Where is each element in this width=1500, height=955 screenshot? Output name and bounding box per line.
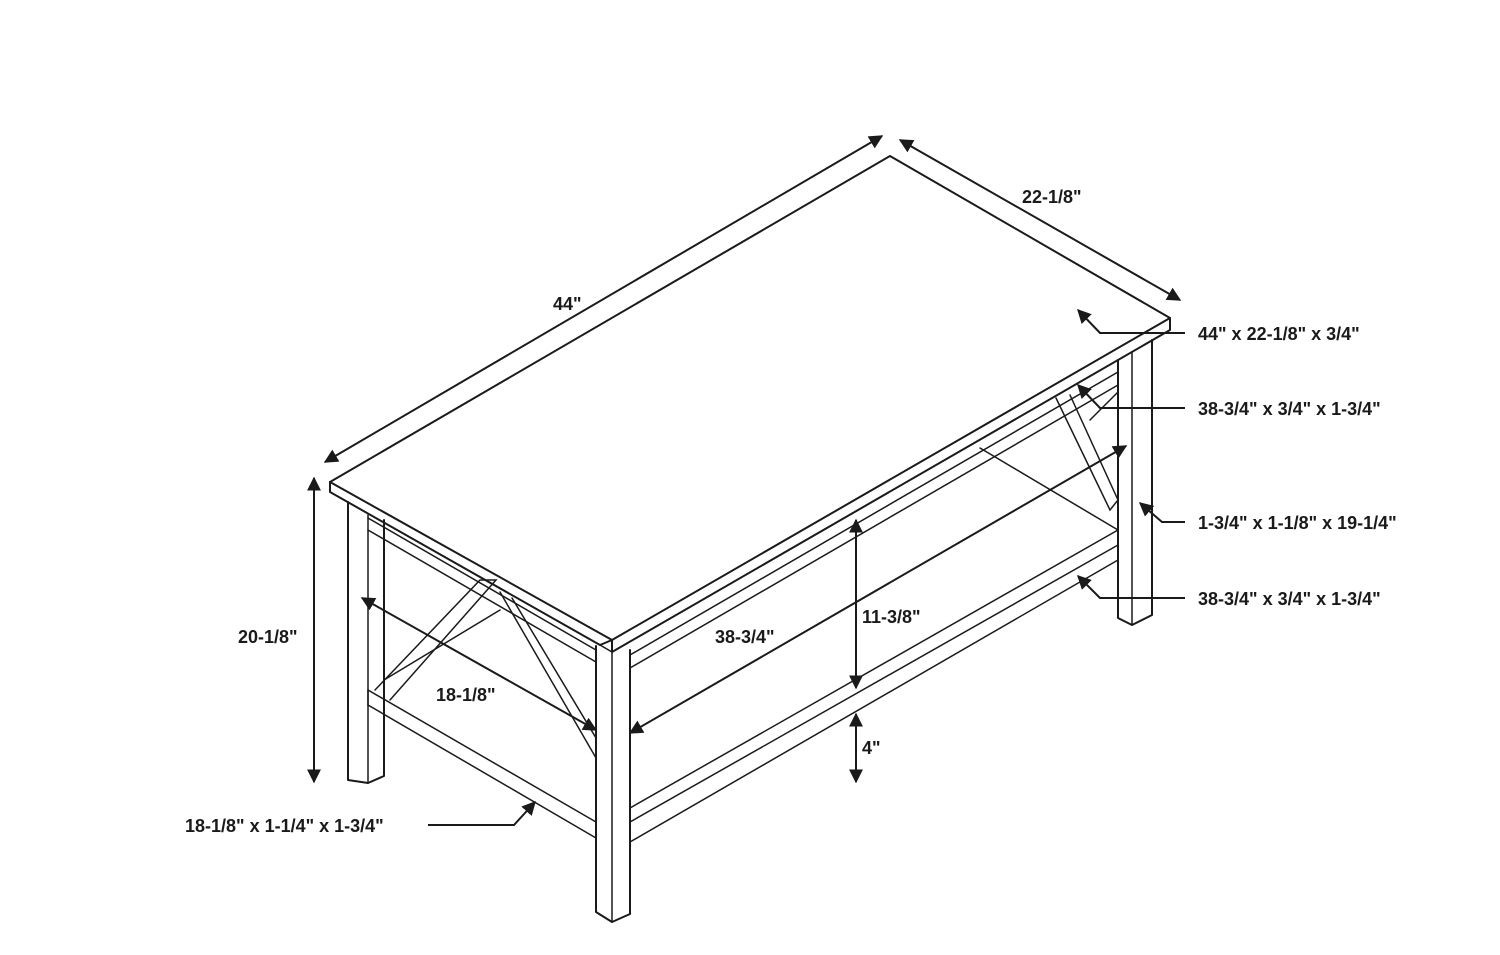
- apron-rail-leader: [1077, 383, 1185, 409]
- left-x-brace: [374, 579, 597, 761]
- callout-leaders: [428, 308, 1185, 826]
- front-corner-leg: [595, 645, 631, 923]
- apron-rail-callout: 38-3/4" x 3/4" x 1-3/4": [1198, 399, 1381, 419]
- side-inner-dimension-line: [360, 597, 598, 731]
- side-rail-callout: 18-1/8" x 1-1/4" x 1-3/4": [185, 816, 384, 836]
- front-inner-label: 38-3/4": [715, 627, 775, 647]
- shelf-rail-callout: 38-3/4" x 3/4" x 1-3/4": [1198, 589, 1381, 609]
- ground-clearance-label: 4": [862, 738, 881, 758]
- length-label: 44": [553, 294, 582, 314]
- shelf-clearance-label: 11-3/8": [862, 607, 921, 627]
- leg-callout: 1-3/4" x 1-1/8" x 19-1/4": [1198, 513, 1397, 533]
- depth-label: 22-1/8": [1022, 187, 1082, 207]
- tabletop: [329, 155, 1171, 653]
- leg-leader: [1138, 502, 1185, 523]
- front-inner-dimension-line: [628, 445, 1128, 734]
- depth-dimension-line: [898, 139, 1182, 301]
- side-rail-leader: [428, 800, 536, 826]
- shelf-rail-leader: [1077, 575, 1185, 599]
- coffee-table-drawing: [329, 155, 1171, 923]
- dimension-labels: 44" 22-1/8" 20-1/8" 18-1/8" 38-3/4" 11-3…: [238, 187, 1082, 758]
- right-back-leg: [1117, 339, 1153, 626]
- length-dimension-line: [323, 135, 884, 463]
- tabletop-leader: [1077, 308, 1185, 334]
- tabletop-callout: 44" x 22-1/8" x 3/4": [1198, 324, 1360, 344]
- right-x-brace: [1055, 391, 1119, 512]
- dimension-lines: [307, 135, 1182, 784]
- side-inner-label: 18-1/8": [436, 685, 496, 705]
- left-apron: [367, 517, 597, 663]
- callout-labels: 44" x 22-1/8" x 3/4" 38-3/4" x 3/4" x 1-…: [185, 324, 1397, 836]
- height-label: 20-1/8": [238, 627, 298, 647]
- left-back-leg: [347, 501, 385, 784]
